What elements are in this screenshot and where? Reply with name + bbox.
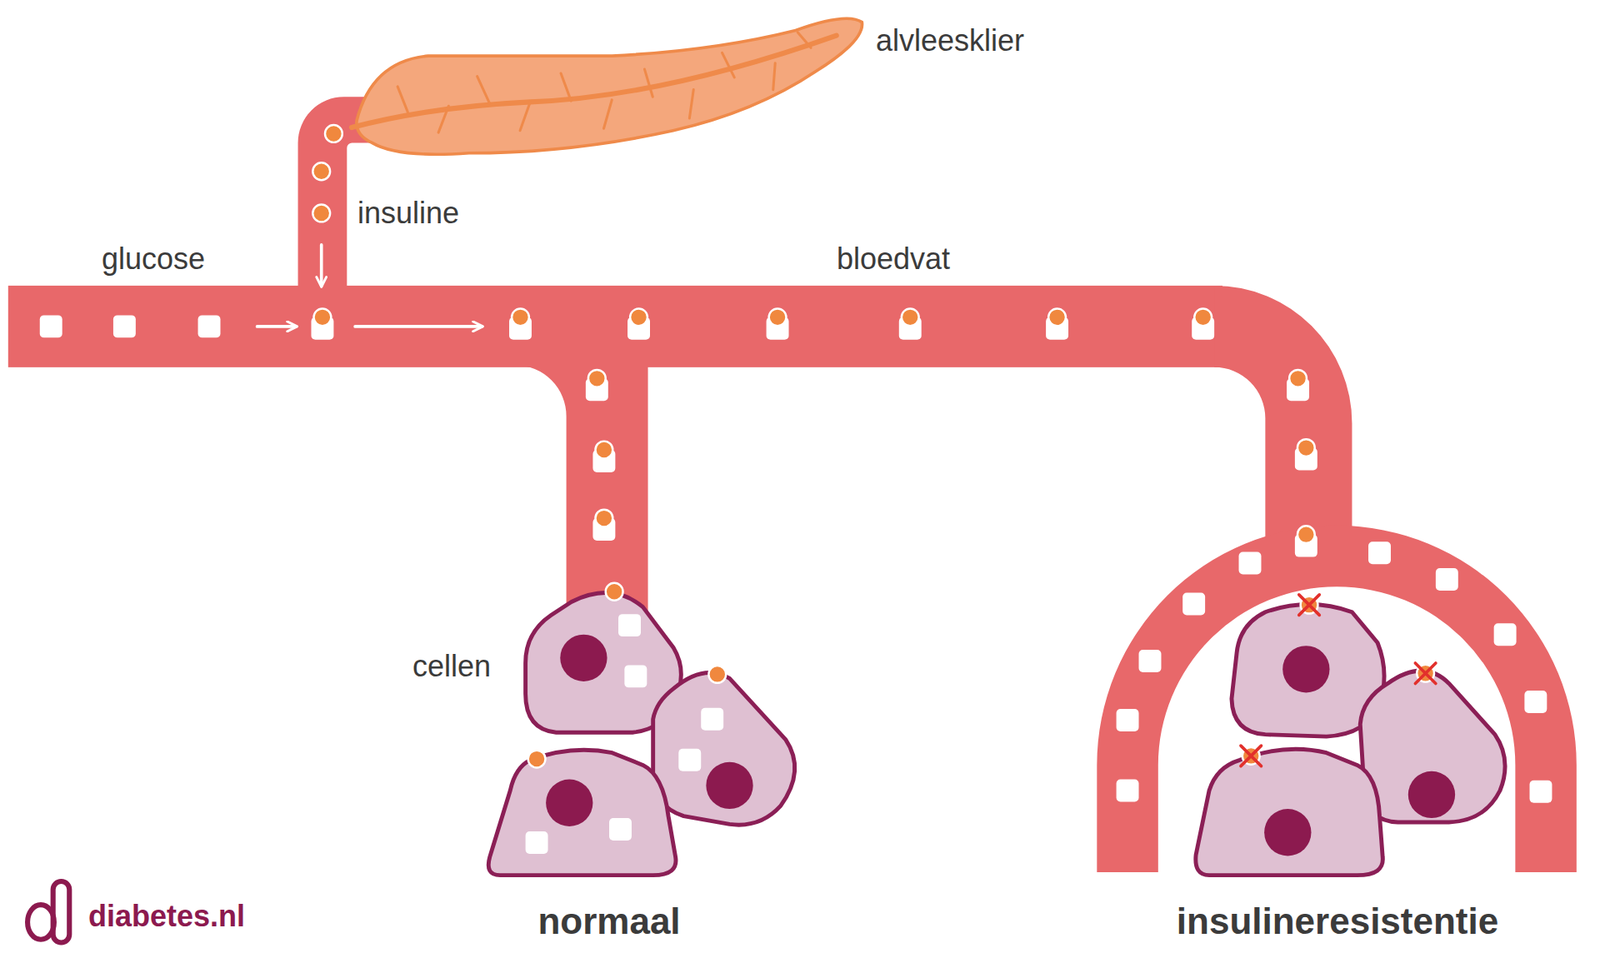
vessel-label: bloedvat <box>836 240 950 277</box>
group-caption: insulineresistentie <box>1176 900 1499 945</box>
flow-arrow <box>320 245 324 286</box>
blocked-cross <box>1299 595 1320 615</box>
cell-nuclei <box>1264 645 1455 856</box>
cell-nucleus <box>1282 645 1330 693</box>
cell-group: insulineresistentie <box>1194 596 1511 878</box>
pancreas-organ: alvleesklier <box>351 15 865 164</box>
glucose-square <box>1494 623 1517 646</box>
vessel-bend <box>1214 285 1352 541</box>
logo-text: diabetes.nl <box>88 898 245 935</box>
glucose-square <box>1116 709 1140 732</box>
flow-arrow <box>355 325 482 329</box>
logo-icon <box>27 881 70 943</box>
glucose-square <box>113 315 136 338</box>
insulin-dot <box>1048 308 1066 326</box>
insulin-dot <box>595 510 613 528</box>
cell-markers <box>525 583 1436 855</box>
pancreas-branch <box>520 101 530 130</box>
cell <box>1195 749 1384 875</box>
pancreas-branch <box>644 69 653 97</box>
pancreas-duct <box>351 35 837 128</box>
glucose-square <box>1435 568 1459 591</box>
insulin-dot <box>901 308 920 326</box>
pancreas-branch <box>560 73 571 101</box>
glucose-square <box>525 831 549 855</box>
glucose-square <box>1530 780 1553 804</box>
group-caption: normaal <box>537 900 680 945</box>
blood-vessel <box>8 96 1577 873</box>
molecule-markers <box>40 125 1553 804</box>
pancreas-body <box>356 18 863 155</box>
insulin-dot <box>605 583 624 601</box>
blocked-cross <box>1240 745 1261 766</box>
insulin-dot <box>314 308 332 326</box>
cell-nucleus <box>560 635 607 682</box>
cell-nucleus <box>1264 809 1311 856</box>
insulin-dot <box>1194 308 1212 326</box>
insulin-dot <box>528 750 546 769</box>
pancreas-branch <box>773 63 775 90</box>
organ-label: alvleesklier <box>875 22 1025 59</box>
pancreas-branch <box>477 76 490 104</box>
cell-nucleus <box>705 762 753 810</box>
insulin-dot <box>595 441 613 460</box>
glucose-square <box>618 614 641 637</box>
insulin-dot <box>1297 439 1315 457</box>
glucose-square <box>40 315 63 338</box>
insulin-dot <box>312 162 330 180</box>
cell-nuclei <box>545 635 754 827</box>
insulin-dot <box>588 370 606 388</box>
glucose-square <box>1524 690 1547 714</box>
glucose-square <box>1239 551 1262 575</box>
pancreas-branch <box>689 90 694 119</box>
cell <box>488 750 676 875</box>
insulin-dot <box>312 205 330 223</box>
pancreas-branch <box>722 52 735 77</box>
insulin-dot <box>325 125 343 143</box>
logo-shape <box>27 905 55 940</box>
cell <box>1360 670 1505 823</box>
glucose-square <box>1182 592 1205 615</box>
pancreas-branch <box>797 32 811 48</box>
resistant-cells <box>1195 605 1505 876</box>
normal-cells <box>488 593 795 876</box>
cell-nucleus <box>545 780 593 827</box>
pancreas-shape <box>351 15 865 164</box>
insulin-dot <box>708 665 726 684</box>
pancreas-branch <box>397 86 408 113</box>
glucose-square <box>700 708 724 731</box>
glucose-square <box>198 315 221 338</box>
substance-label: glucose <box>101 240 205 277</box>
glucose-square <box>1139 650 1162 673</box>
insulin-dot <box>630 308 648 326</box>
glucose-square <box>1368 541 1391 565</box>
logo-shape <box>53 881 70 943</box>
insulin-dot <box>1297 525 1315 544</box>
flow-arrow <box>257 325 297 329</box>
glucose-square <box>609 818 632 841</box>
cell-label: cellen <box>412 648 491 685</box>
glucose-square <box>1116 780 1140 803</box>
blocked-cross <box>1415 663 1435 684</box>
insulin-dot <box>511 308 530 326</box>
glucose-square <box>678 749 701 772</box>
vessel-main <box>8 285 1223 368</box>
pancreas-branch <box>438 105 449 133</box>
cell <box>653 672 795 825</box>
vessel-normal-branch <box>515 365 648 623</box>
glucose-square <box>624 665 647 688</box>
flow-arrows <box>257 245 482 327</box>
cell-nucleus <box>1408 771 1455 819</box>
insulin-dot <box>769 308 787 326</box>
substance-label: insuline <box>357 195 460 231</box>
pancreas-branch <box>603 100 612 129</box>
cell-group: cellennormaal <box>487 581 801 878</box>
insulin-dot <box>1289 370 1307 388</box>
